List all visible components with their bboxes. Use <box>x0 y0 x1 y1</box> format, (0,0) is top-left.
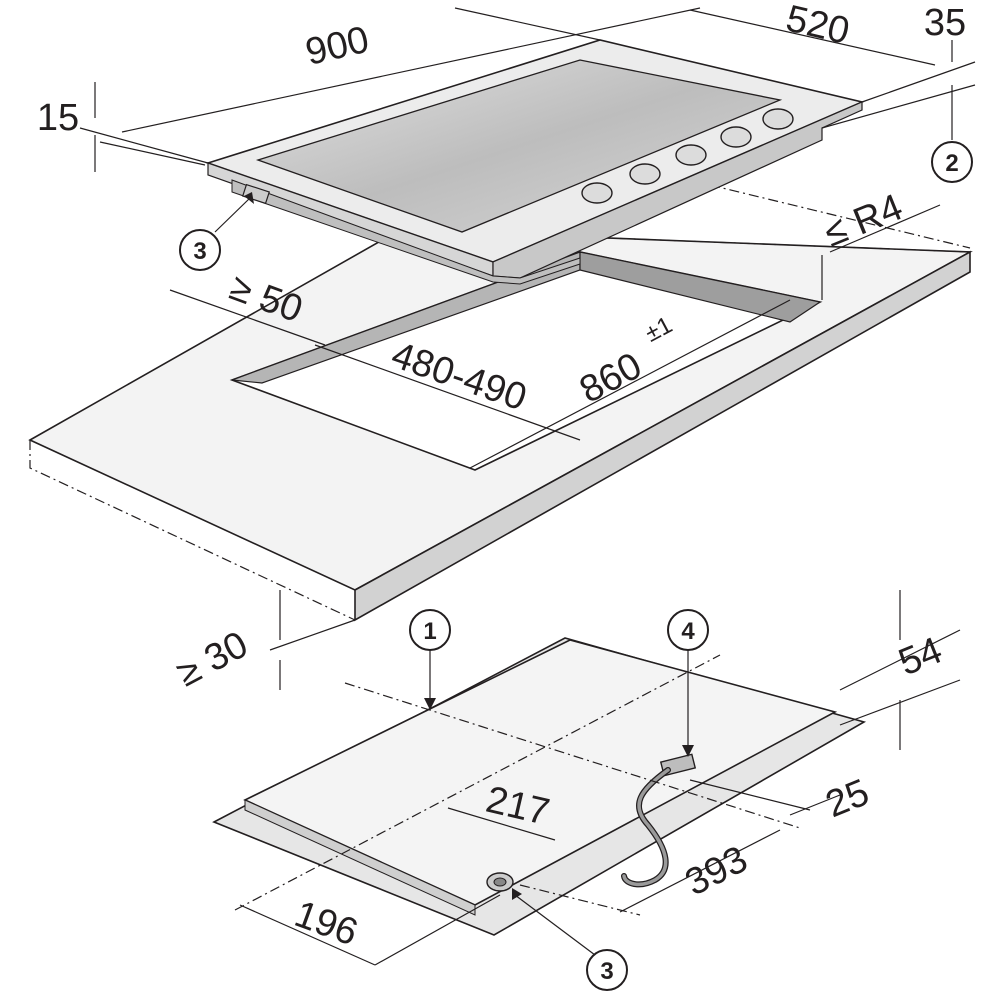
callout-leaders <box>214 192 694 956</box>
hob-top <box>205 39 865 285</box>
dim-520: 520 <box>782 0 853 53</box>
dim-min-30: ≥ 30 <box>170 624 255 696</box>
worktop-front-edge <box>354 250 971 622</box>
callout-1-label: 1 <box>423 618 436 645</box>
dim-54: 54 <box>893 629 948 684</box>
callout-4-label: 4 <box>681 618 695 645</box>
power-cable-core <box>622 768 670 887</box>
gas-inlet-inner <box>493 877 507 887</box>
callout-3-top: 3 <box>179 229 221 271</box>
underside-body-side <box>244 799 476 916</box>
hob-glass <box>255 59 783 233</box>
gas-connector-top <box>241 183 271 205</box>
knob-3[interactable] <box>675 144 707 166</box>
worktop-left-continuation <box>29 440 356 621</box>
worktop <box>28 184 973 622</box>
control-knobs <box>581 108 794 204</box>
dim-393: 393 <box>679 838 755 904</box>
callout-2: 2 <box>931 141 973 183</box>
callout-3-bottom-label: 3 <box>600 958 613 985</box>
dim-35: 35 <box>924 2 966 44</box>
knob-4[interactable] <box>720 126 752 148</box>
knob-1[interactable] <box>581 182 613 204</box>
callout-4: 4 <box>667 609 709 651</box>
worktop-back-dash-2 <box>709 184 971 249</box>
knob-5[interactable] <box>762 108 794 130</box>
dimension-lines <box>79 7 976 966</box>
callout-2-label: 2 <box>945 150 958 177</box>
dim-r4: ≤ R4 <box>819 186 909 255</box>
hob-lower-body <box>231 179 581 285</box>
hob-underside <box>212 637 867 936</box>
dim-900: 900 <box>302 19 373 74</box>
callout-3-bottom: 3 <box>586 949 628 991</box>
knob-2[interactable] <box>629 163 661 185</box>
dim-196: 196 <box>289 893 363 954</box>
callout-3-top-label: 3 <box>193 238 206 265</box>
gas-offset-line <box>519 884 641 916</box>
dim-25: 25 <box>820 771 875 826</box>
dim-15: 15 <box>37 97 79 139</box>
callout-1: 1 <box>409 609 451 651</box>
